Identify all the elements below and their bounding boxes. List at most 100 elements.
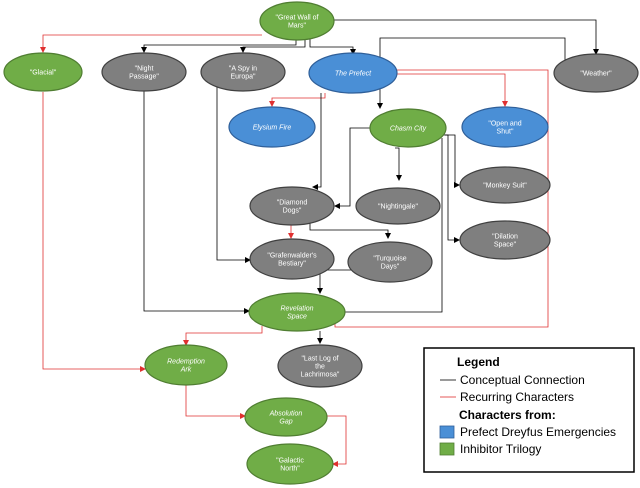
node-label: "Great Wall of xyxy=(275,15,318,22)
legend-conceptual-label: Conceptual Connection xyxy=(460,373,585,387)
edge-prefect-openshut xyxy=(395,73,508,107)
node-shape xyxy=(277,344,363,388)
edge-chasmcity-revelation xyxy=(339,138,443,315)
node-chasm-city: Chasm City xyxy=(369,108,447,148)
edge-greatwall-prefect xyxy=(309,39,356,55)
node-shape xyxy=(308,52,398,94)
node-monkey-suit: "Monkey Suit" xyxy=(459,166,551,204)
node-shape xyxy=(101,52,187,92)
node-label: Absolution xyxy=(269,411,303,418)
node-label: Revelation xyxy=(280,306,313,313)
node-label: Space" xyxy=(494,242,517,249)
node-label: Lachrimosa" xyxy=(301,372,340,379)
node-label: Space xyxy=(287,314,307,321)
node-shape xyxy=(355,187,441,225)
node-label: Redemption xyxy=(167,359,205,366)
legend-characters-from: Characters from: xyxy=(459,408,556,422)
edge-chasmcity-dilation xyxy=(445,134,460,243)
node-label: "Diamond xyxy=(277,200,308,207)
edge-greatwall-spyeuropa xyxy=(240,39,306,53)
legend-prefect-label: Prefect Dreyfus Emergencies xyxy=(460,425,616,439)
node-shape xyxy=(459,220,551,260)
node-label: Passage" xyxy=(129,74,159,81)
node-label: "Open and xyxy=(488,121,521,128)
edge-revelation-redemption xyxy=(183,326,263,346)
node-label: North" xyxy=(280,466,300,473)
node-nightingale: "Nightingale" xyxy=(355,187,441,225)
node-shape xyxy=(248,292,346,332)
node-label: "Turquoise xyxy=(373,256,406,263)
node-weather: "Weather" xyxy=(553,53,639,93)
node-shape xyxy=(259,1,335,41)
legend: Legend Conceptual Connection Recurring C… xyxy=(423,347,635,473)
node-shape xyxy=(553,53,639,93)
legend-inhibitor-swatch xyxy=(439,442,455,456)
node-label: the xyxy=(315,364,325,371)
node-label: Elysium Fire xyxy=(253,125,292,132)
edge-greatwall-weather xyxy=(332,19,599,55)
edge-prefect-elysium xyxy=(269,93,326,107)
node-shape xyxy=(244,397,328,437)
node-shape xyxy=(249,186,335,226)
node-label: Days" xyxy=(381,264,400,271)
node-glacial: "Glacial" xyxy=(3,52,83,92)
node-label: Mars" xyxy=(288,23,307,30)
node-label: "Galactic xyxy=(276,458,304,465)
node-label: Dogs" xyxy=(283,208,302,215)
connection-lines xyxy=(40,19,599,467)
node-shape xyxy=(461,106,549,148)
node-label: Gap xyxy=(279,419,292,426)
node-label: "Nightingale" xyxy=(378,204,419,211)
node-shape xyxy=(347,241,433,283)
node-label: "Dilation xyxy=(492,234,518,241)
node-shape xyxy=(459,166,551,204)
legend-recurring-label: Recurring Characters xyxy=(460,390,574,404)
edge-glacial-redemption xyxy=(42,92,146,372)
edge-greatwall-glacial xyxy=(40,34,262,53)
edge-chasmcity-nightingale xyxy=(395,147,402,181)
edge-chasmcity-diamonddogs xyxy=(334,127,370,209)
edge-turquoise-revelation xyxy=(317,269,355,294)
edge-prefect-diamonddogs xyxy=(312,93,322,190)
edge-spyeuropa-grafenwalder xyxy=(216,85,251,263)
node-shape xyxy=(228,106,316,148)
legend-title: Legend xyxy=(457,355,500,369)
edge-redemption-absolution xyxy=(185,384,246,419)
node-label: "Monkey Suit" xyxy=(483,183,527,190)
node-prefect: The Prefect xyxy=(308,52,398,94)
node-shape xyxy=(369,108,447,148)
node-shape xyxy=(144,344,228,386)
legend-prefect-swatch xyxy=(439,425,455,439)
node-label: Shut" xyxy=(497,129,514,136)
node-label: The Prefect xyxy=(335,71,372,78)
edge-nightpassage-revelation xyxy=(143,85,250,314)
edge-absolution-galactic xyxy=(325,415,347,467)
edge-chasmcity-monkeysuit xyxy=(440,134,460,188)
legend-inhibitor-label: Inhibitor Trilogy xyxy=(460,442,541,456)
edge-weather-chasmcity xyxy=(377,37,566,109)
node-label: Europa" xyxy=(230,74,256,81)
node-label: "Night xyxy=(135,66,154,73)
edge-diamonddogs-turquoise xyxy=(309,220,391,239)
node-shape xyxy=(249,238,335,280)
node-label: Ark xyxy=(180,367,192,374)
node-label: Chasm City xyxy=(390,126,427,133)
node-label: "Last Log of xyxy=(301,356,338,363)
node-shape xyxy=(246,443,334,485)
node-label: Bestiary" xyxy=(278,261,306,268)
node-label: "Glacial" xyxy=(30,70,57,77)
legend-box xyxy=(423,347,635,473)
